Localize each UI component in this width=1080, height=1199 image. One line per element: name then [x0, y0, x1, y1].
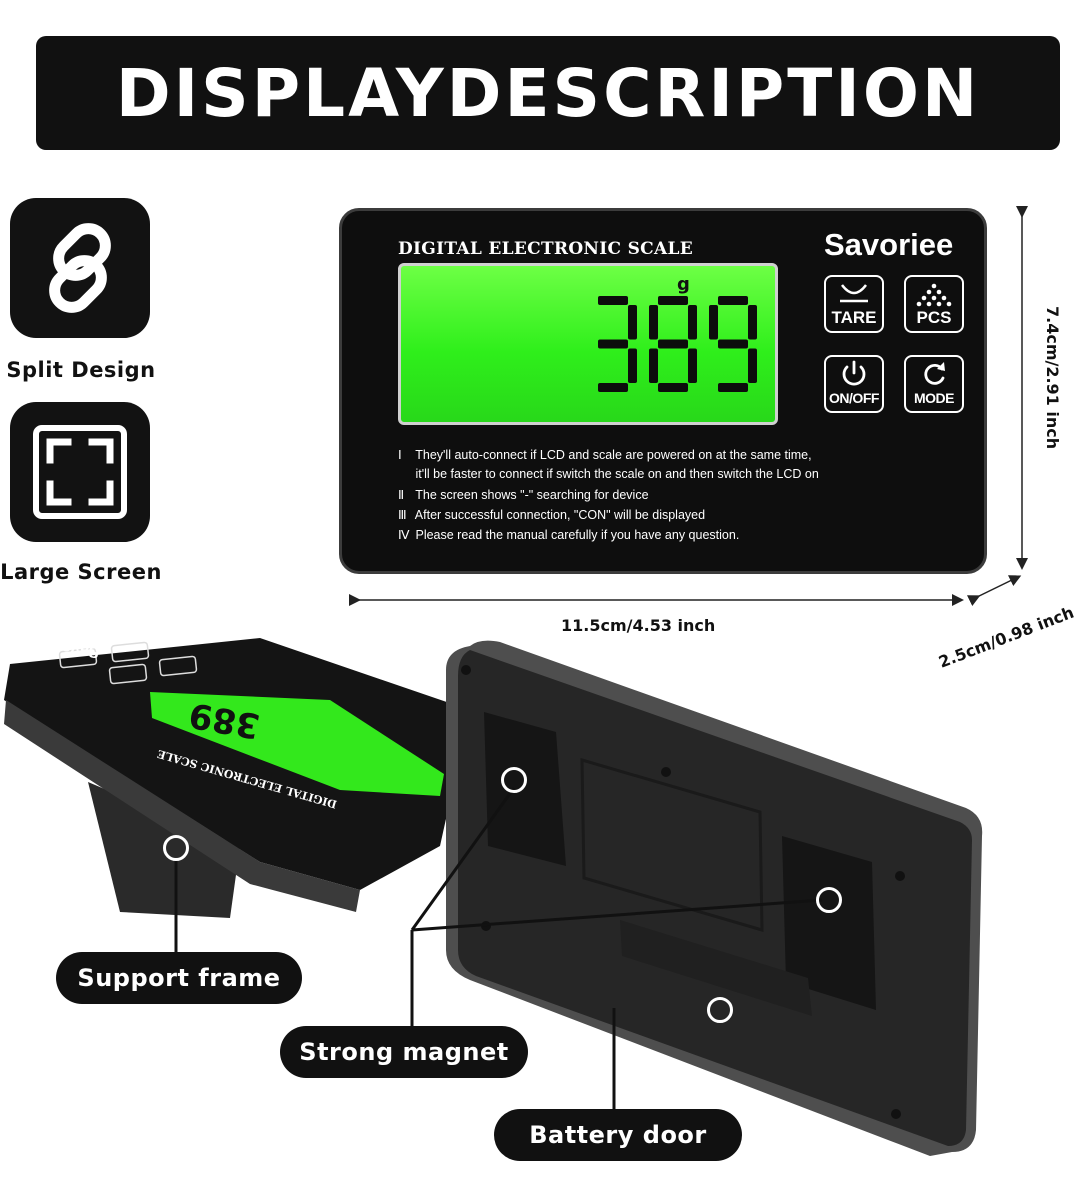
feature-label-split-design: Split Design: [6, 358, 156, 382]
onoff-label: ON/OFF: [829, 390, 879, 406]
callout-battery-door: Battery door: [494, 1109, 742, 1161]
lcd-segment: [718, 339, 748, 349]
lcd-segment: [628, 348, 637, 383]
battery-door-marker: [707, 997, 733, 1023]
power-icon: [842, 360, 866, 386]
instruction-line: it'll be faster to connect if switch the…: [415, 467, 819, 481]
device-title: DIGITAL ELECTRONIC SCALE: [398, 239, 693, 259]
mode-key[interactable]: MODE: [904, 355, 964, 413]
lcd-segment: [649, 348, 658, 383]
height-dimension: 7.4cm/2.91 inch: [1043, 306, 1062, 450]
power-key[interactable]: ON/OFF: [824, 355, 884, 413]
lcd-segment: [748, 348, 757, 383]
lcd-digit: [598, 296, 637, 392]
lcd-segment: [658, 383, 688, 392]
lcd-segment: [709, 305, 718, 340]
lcd-digit: [709, 296, 757, 392]
lcd-digit: [649, 296, 697, 392]
lcd-segment: [598, 339, 628, 349]
pcs-dots-icon: [916, 283, 952, 307]
width-dimension: 11.5cm/4.53 inch: [561, 616, 716, 635]
callout-strong-magnet: Strong magnet: [280, 1026, 528, 1078]
back-unit: [446, 640, 983, 1156]
scale-display-panel: DIGITAL ELECTRONIC SCALE Savoriee g TARE…: [339, 208, 987, 574]
instruction-line: Ⅰ They'll auto-connect if LCD and scale …: [398, 448, 812, 462]
device-brand: Savoriee: [824, 227, 954, 262]
flipped-brand: Savoriee: [32, 634, 101, 660]
banner-title: DISPLAYDESCRIPTION: [115, 54, 981, 132]
magnet-marker: [501, 767, 527, 793]
instruction-line: Ⅱ The screen shows "-" searching for dev…: [398, 488, 649, 502]
instruction-line: Ⅲ After successful connection, "CON" wil…: [398, 508, 706, 522]
callout-support-frame: Support frame: [56, 952, 302, 1004]
fullscreen-icon: [10, 402, 150, 542]
lcd-unit: g: [677, 274, 690, 295]
instruction-line: Ⅳ Please read the manual carefully if yo…: [398, 528, 740, 542]
pcs-key[interactable]: PCS: [904, 275, 964, 333]
lcd-segment: [688, 348, 697, 383]
lcd-segment: [718, 296, 748, 305]
magnet-marker: [816, 887, 842, 913]
link-icon: [10, 198, 150, 338]
lcd-segment: [718, 383, 748, 392]
lcd-segment: [688, 305, 697, 340]
lcd-segment: [598, 296, 628, 305]
pcs-label: PCS: [916, 308, 952, 327]
lcd-segment: [748, 305, 757, 340]
support-frame-marker: [163, 835, 189, 861]
lcd-segment: [658, 339, 688, 349]
tare-icon: [840, 284, 868, 303]
lcd-segment: [628, 305, 637, 340]
header-banner: DISPLAYDESCRIPTION: [36, 36, 1060, 150]
refresh-icon: [924, 362, 945, 385]
tilted-display-unit: Savoriee 389 DIGITAL ELECTRONIC SCALE: [4, 634, 470, 918]
lcd-segment: [598, 383, 628, 392]
lcd-screen: g: [398, 263, 778, 425]
feature-label-large-screen: Large Screen: [0, 560, 162, 584]
lcd-segment: [649, 305, 658, 340]
lcd-reading: [598, 296, 757, 392]
tare-key[interactable]: TARE: [824, 275, 884, 333]
product-photo: Savoriee 389 DIGITAL ELECTRONIC SCALE: [4, 634, 983, 1156]
tare-label: TARE: [831, 308, 877, 327]
lcd-segment: [658, 296, 688, 305]
mode-label: MODE: [914, 390, 955, 406]
